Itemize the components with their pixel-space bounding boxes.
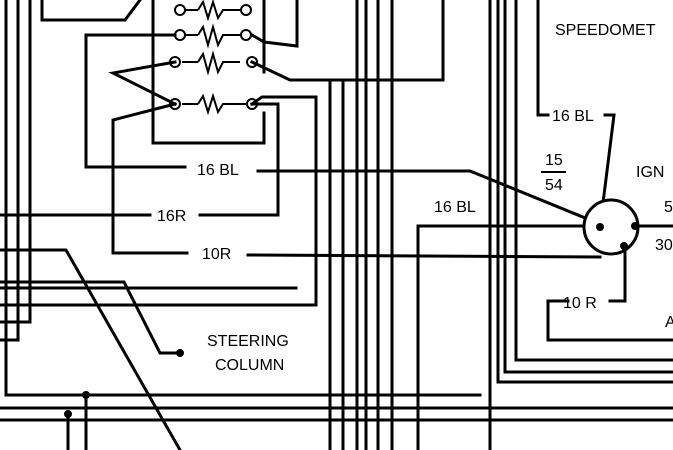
wire-label-10r-right: 10 R <box>563 295 597 312</box>
speedometer-label: SPEEDOMET <box>555 22 656 39</box>
terminal-label-30: 30 <box>655 237 673 254</box>
fuse-block <box>151 0 266 145</box>
steering-column-label-line1: STEERING <box>207 333 289 350</box>
fuse-wiring <box>0 0 445 307</box>
ign-label: IGN <box>636 164 664 181</box>
terminal-label-5: 5 <box>664 199 673 216</box>
vertical-bus <box>328 0 492 450</box>
wire-label-16bl-right: 16 BL <box>552 108 594 125</box>
terminal-label-54: 54 <box>545 177 563 194</box>
right-wiring <box>246 0 673 450</box>
steering-column-label-line2: COLUMN <box>215 357 284 374</box>
wire-label-16bl-mid: 16 BL <box>434 199 476 216</box>
ignition-switch <box>582 198 640 256</box>
wire-label-16bl-center: 16 BL <box>197 162 239 179</box>
terminal-label-15: 15 <box>545 152 563 169</box>
steering-wiring <box>0 248 673 450</box>
wire-label-10r-left: 10R <box>202 246 231 263</box>
left-bus-wires <box>0 0 482 397</box>
edge-label-a: A <box>665 314 673 331</box>
wire-label-16r: 16R <box>157 208 186 225</box>
